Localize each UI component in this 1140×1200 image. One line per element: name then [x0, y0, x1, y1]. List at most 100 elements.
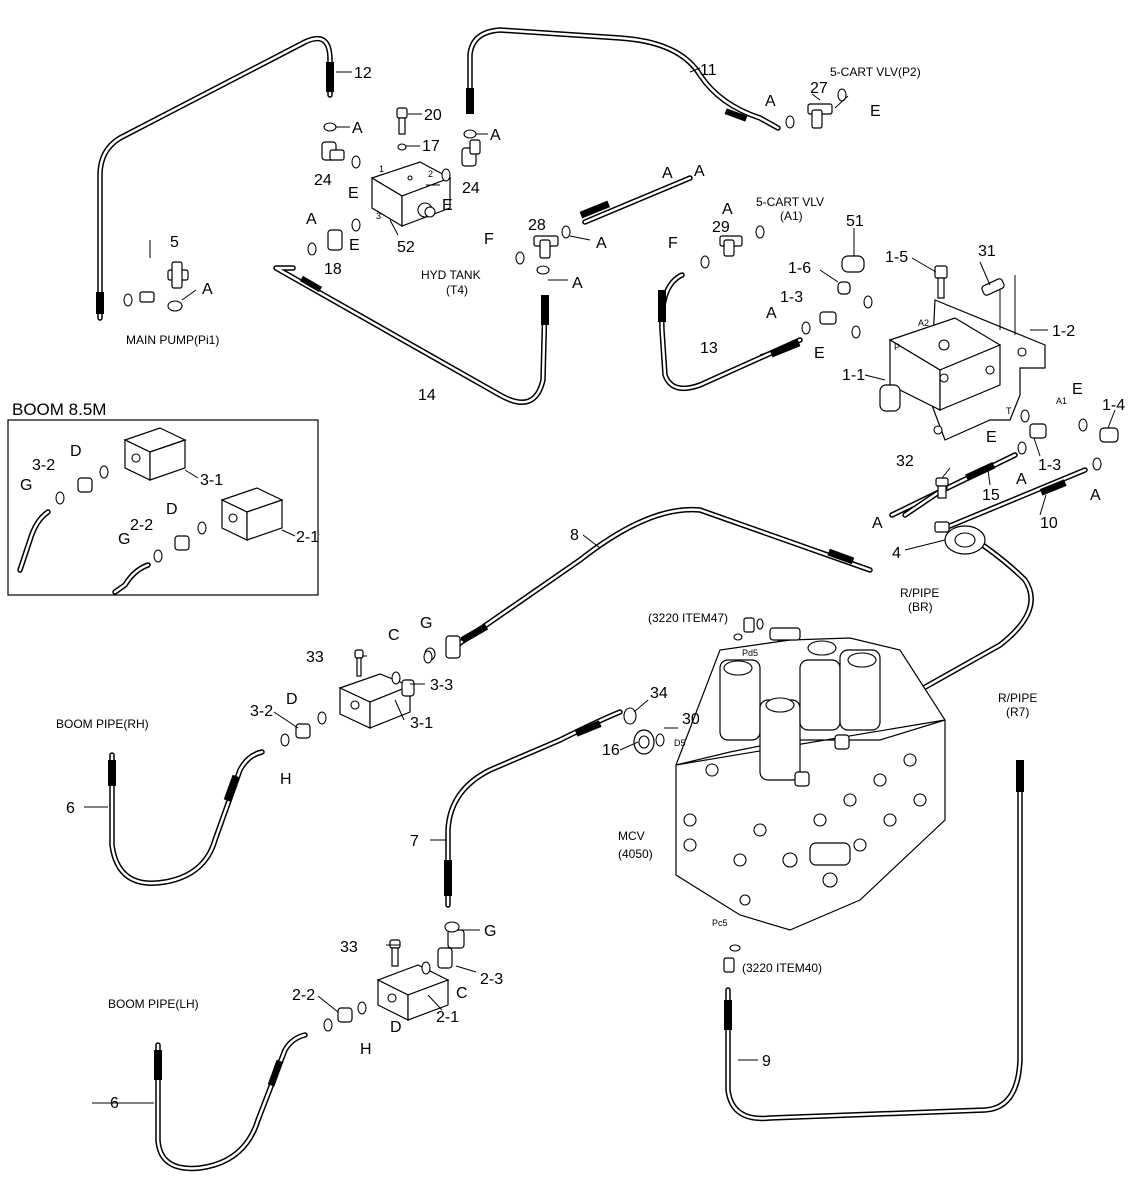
callout-2-3: 2-3: [480, 971, 503, 988]
callout-13: 13: [700, 340, 718, 357]
letter-a-6: A: [596, 235, 607, 252]
hose-15: [889, 452, 1018, 518]
hose-14: [273, 265, 548, 405]
label-port-a1: A1: [1056, 396, 1067, 406]
boom-8-5m-inset: BOOM 8.5M 3-1 3-2 D G 2-1 2-2 D G: [7, 400, 319, 596]
callout-51: 51: [846, 213, 864, 230]
label-main-pump: MAIN PUMP(Pi1): [126, 333, 219, 347]
plug-1-6: [837, 281, 851, 295]
callout-20: 20: [424, 107, 442, 124]
callout-32: 32: [896, 453, 914, 470]
adapter-18: [327, 229, 343, 251]
callout-11: 11: [700, 62, 717, 79]
callout-14: 14: [418, 387, 436, 404]
mcv-4050: [675, 617, 946, 973]
inset-block-2-1: [220, 487, 296, 541]
sensor-51: [841, 255, 865, 273]
label-port-t: T: [1006, 406, 1012, 416]
callout-numbers: 12 11 20 17 24 24 52 18 28 29 5 27 51 1-…: [66, 62, 1125, 1112]
callout-4: 4: [892, 545, 901, 562]
callout-2-1: 2-1: [436, 1009, 459, 1026]
hose-7: [445, 709, 623, 908]
letter-markers: A A A A A A A A A A A A A A E E E E E E …: [202, 93, 1101, 1058]
label-port-a2: A2: [918, 318, 929, 328]
o-rings: [167, 88, 1102, 1032]
inset-title: BOOM 8.5M: [12, 400, 106, 419]
hose-13: [659, 272, 803, 392]
label-r-pipe-br: R/PIPE: [900, 586, 939, 600]
callout-34: 34: [650, 685, 668, 702]
letter-a-9: A: [722, 201, 733, 218]
letter-f-1: F: [484, 231, 494, 248]
callout-3-2: 3-2: [250, 703, 273, 720]
hose-6-lh: [155, 1032, 308, 1172]
letter-d-1: D: [286, 691, 298, 708]
letter-a-11: A: [1016, 471, 1027, 488]
label-hyd-tank-port: (T4): [446, 283, 468, 297]
callout-31: 31: [978, 243, 996, 260]
elbow-1-4: [1099, 427, 1119, 443]
bolt-32: [935, 477, 949, 499]
label-boom-pipe-lh: BOOM PIPE(LH): [108, 997, 199, 1011]
hose-end-fittings: [96, 62, 1067, 1087]
bolt-1-5: [934, 265, 948, 299]
letter-e-7: E: [986, 429, 997, 446]
letter-e-6: E: [1072, 381, 1083, 398]
elbow-fitting-24: [321, 139, 481, 167]
tee-fitting-27: [807, 103, 833, 129]
callout-1-5: 1-5: [885, 249, 908, 266]
label-boom-pipe-rh: BOOM PIPE(RH): [56, 717, 149, 731]
letter-a-13: A: [872, 515, 883, 532]
callout-28: 28: [528, 217, 546, 234]
callout-3-2-inset: 3-2: [32, 457, 55, 474]
label-cart-vlv-a1-port: (A1): [780, 209, 803, 223]
tee-fitting-29: [719, 235, 743, 257]
letter-g-1: G: [420, 615, 432, 632]
hose-6-rh: [109, 749, 265, 886]
letter-a-1: A: [352, 120, 363, 137]
letter-e-2: E: [442, 197, 453, 214]
callout-3-1-inset: 3-1: [200, 472, 223, 489]
clamp-16-34: [623, 707, 655, 755]
letter-a-2: A: [490, 127, 501, 144]
callout-52: 52: [397, 239, 415, 256]
letter-h-1: H: [280, 771, 292, 788]
label-r-pipe-r7-port: (R7): [1006, 705, 1029, 719]
callout-33-top: 33: [306, 649, 324, 666]
hose-12: [97, 35, 333, 321]
label-item40: (3220 ITEM40): [742, 961, 822, 975]
callout-10: 10: [1040, 515, 1058, 532]
callout-30: 30: [682, 711, 700, 728]
hose-8: [447, 506, 873, 653]
clamp-4: [934, 521, 986, 555]
connection-labels: MAIN PUMP(Pi1) HYD TANK (T4) 5-CART VLV(…: [56, 65, 1067, 1011]
letter-h-2: H: [360, 1041, 372, 1058]
letter-g-inset-2: G: [118, 531, 130, 548]
callout-1-3-top: 1-3: [780, 289, 803, 306]
letter-a-7: A: [572, 275, 583, 292]
label-port-3: 3: [376, 211, 381, 221]
callout-15: 15: [982, 487, 1000, 504]
letter-a-12: A: [1090, 487, 1101, 504]
hose-10: [942, 467, 1088, 531]
label-hyd-tank: HYD TANK: [421, 268, 481, 282]
label-port-2: 2: [428, 169, 433, 179]
callout-2-2: 2-2: [292, 987, 315, 1004]
letter-a-5: A: [306, 211, 317, 228]
callout-24-right: 24: [462, 180, 480, 197]
inset-block-3-1: [123, 427, 199, 481]
hose-9: [725, 777, 1023, 1122]
block-2-1: [337, 939, 453, 1023]
callout-3-1: 3-1: [410, 715, 433, 732]
hoses: [97, 27, 1088, 1172]
letter-a-4: A: [694, 163, 705, 180]
callout-1-4: 1-4: [1102, 397, 1125, 414]
letter-f-2: F: [668, 235, 678, 252]
letter-a-3: A: [765, 93, 776, 110]
bolt-20: [396, 107, 408, 151]
label-port-1: 1: [379, 164, 384, 174]
letter-a-14: A: [662, 165, 673, 182]
label-port-d5: D5: [674, 738, 686, 748]
callout-29: 29: [712, 219, 730, 236]
